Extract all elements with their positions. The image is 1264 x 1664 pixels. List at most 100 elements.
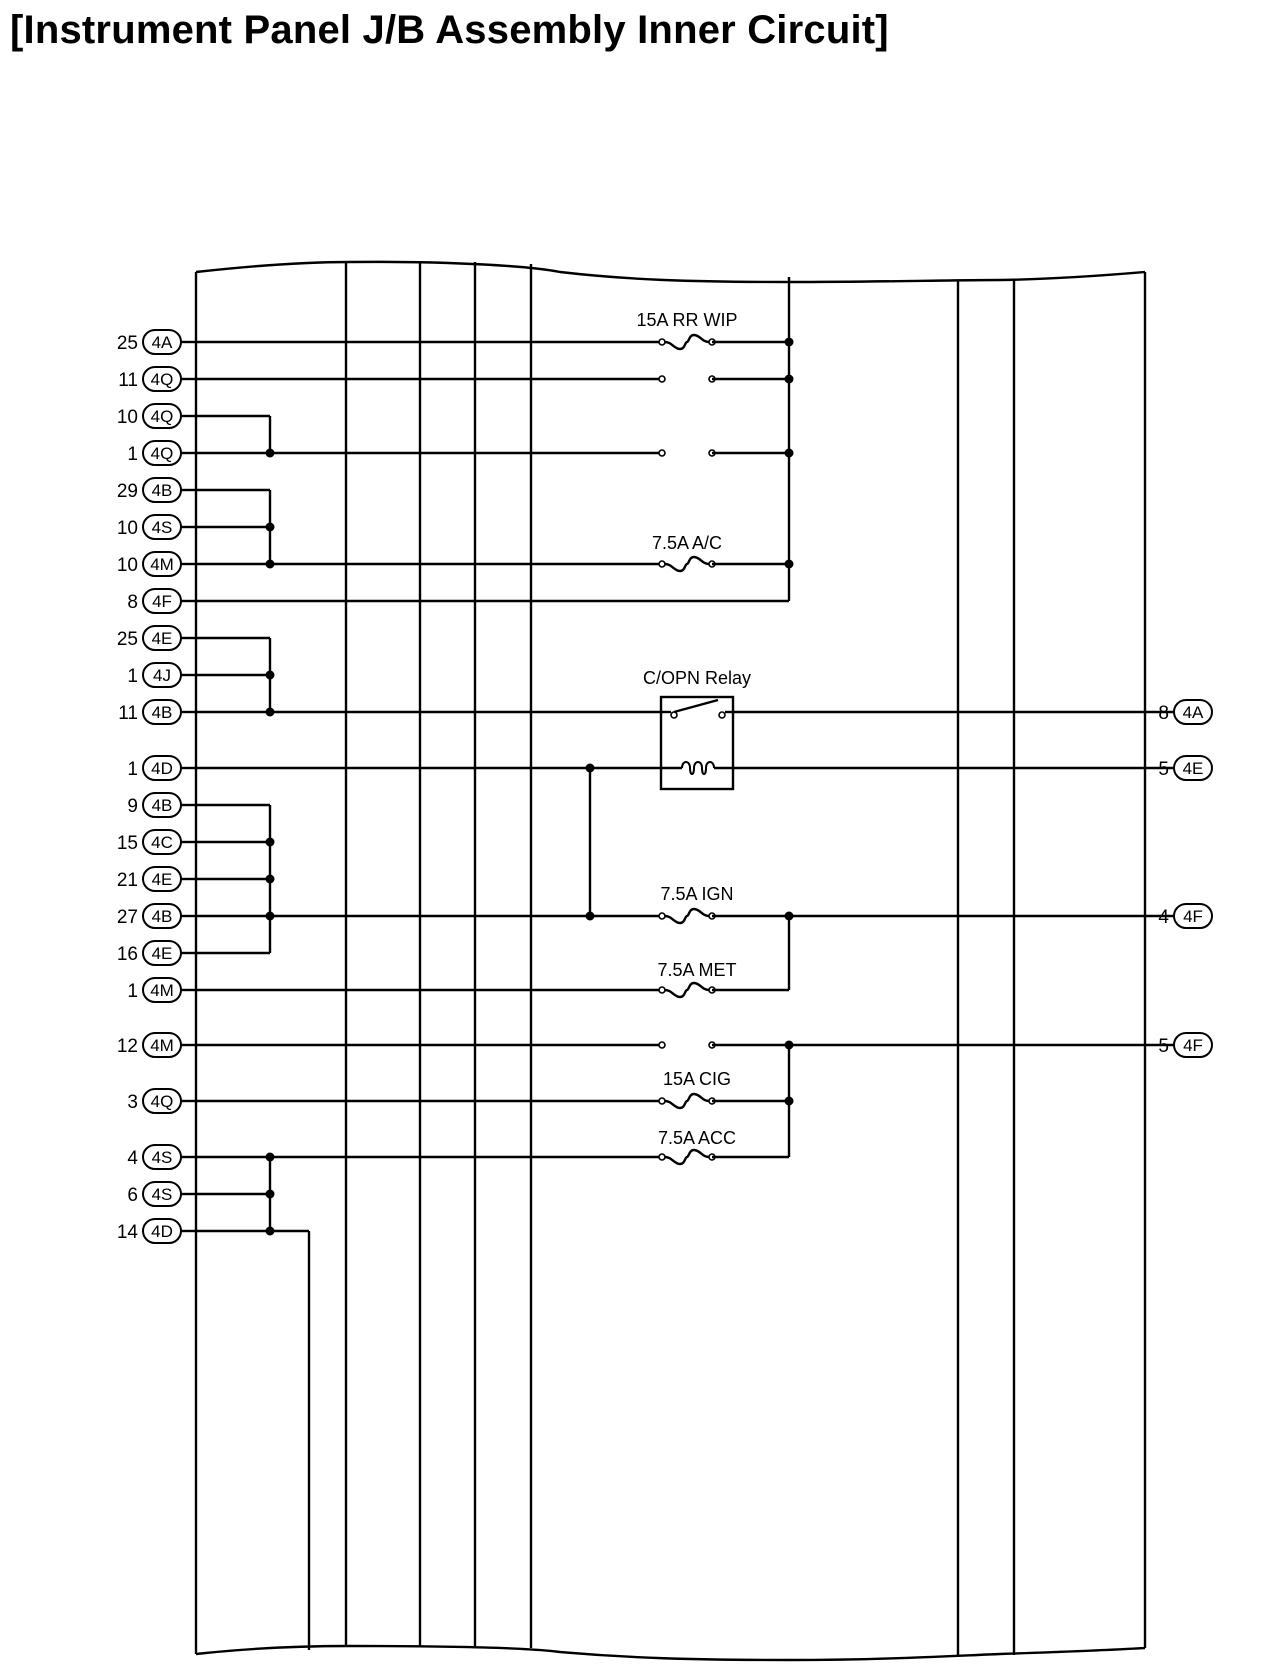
left-terminal-pin: 3 — [127, 1092, 138, 1113]
left-terminal-connector: 4Q — [142, 366, 182, 392]
left-terminal-pin: 10 — [117, 407, 138, 428]
left-terminal-connector: 4Q — [142, 403, 182, 429]
left-terminal-pin: 12 — [117, 1036, 138, 1057]
fuse-ign — [658, 907, 716, 925]
fuse-terminal — [658, 912, 666, 920]
connector-code: 4Q — [151, 370, 174, 389]
left-terminal-connector: 4A — [142, 329, 182, 355]
left-terminal-connector: 4J — [142, 662, 182, 688]
connector-oval — [142, 1181, 182, 1207]
junction-dot — [265, 874, 275, 884]
connector-code: 4S — [152, 1148, 173, 1167]
connector-oval — [142, 514, 182, 540]
junction-dot — [265, 670, 275, 680]
connector-code: 4Q — [151, 407, 174, 426]
connector-oval — [142, 1032, 182, 1058]
left-terminal-connector: 4M — [142, 1032, 182, 1058]
connector-code: 4S — [152, 1185, 173, 1204]
connector-code: 4D — [151, 1222, 173, 1241]
relay-switch-arm — [673, 698, 719, 714]
connector-oval — [142, 1144, 182, 1170]
connector-oval — [1173, 699, 1213, 725]
junction-dot — [265, 1152, 275, 1162]
junction-dot — [784, 559, 794, 569]
connector-oval — [1173, 903, 1213, 929]
right-terminal-connector: 4F — [1173, 903, 1213, 929]
relay-contact — [718, 711, 726, 719]
left-terminal-connector: 4F — [142, 588, 182, 614]
connector-code: 4E — [152, 944, 173, 963]
component-label-fuse-acc: 7.5A ACC — [658, 1128, 736, 1148]
connector-code: 4B — [152, 481, 173, 500]
left-terminal-connector: 4D — [142, 1218, 182, 1244]
right-terminal-pin: 5 — [1158, 759, 1169, 780]
left-terminal-pin: 1 — [127, 444, 138, 465]
connector-code: 4B — [152, 796, 173, 815]
component-label-fuse-rr-wip: 15A RR WIP — [636, 310, 737, 330]
connector-oval — [142, 477, 182, 503]
left-terminal-connector: 4E — [142, 940, 182, 966]
left-terminal-pin: 25 — [117, 629, 138, 650]
left-terminal-connector: 4Q — [142, 440, 182, 466]
component-label-fuse-ign: 7.5A IGN — [660, 884, 733, 904]
fuse-met — [658, 981, 716, 999]
left-terminal-pin: 25 — [117, 333, 138, 354]
component-label-fuse-met: 7.5A MET — [657, 960, 736, 980]
connector-oval — [142, 551, 182, 577]
fuse-terminal — [658, 1153, 666, 1161]
junction-dot — [784, 374, 794, 384]
relay-coil — [681, 761, 715, 775]
connector-code: 4A — [1183, 703, 1204, 722]
connector-oval — [142, 940, 182, 966]
junction-dot — [265, 1189, 275, 1199]
junction-dot — [784, 1096, 794, 1106]
connector-code: 4Q — [151, 444, 174, 463]
left-terminal-connector: 4S — [142, 1144, 182, 1170]
junction-dot — [784, 1040, 794, 1050]
left-terminal-connector: 4E — [142, 866, 182, 892]
connector-code: 4J — [153, 666, 171, 685]
connector-oval — [142, 792, 182, 818]
fuse-terminal — [658, 986, 666, 994]
junction-dot — [784, 448, 794, 458]
connector-oval — [142, 1088, 182, 1114]
junction-dot — [265, 522, 275, 532]
connector-oval — [1173, 755, 1213, 781]
right-terminal-connector: 4E — [1173, 755, 1213, 781]
fuse-acc — [658, 1148, 716, 1166]
terminal-dot — [658, 1041, 666, 1049]
junction-dot — [265, 1226, 275, 1236]
connector-oval — [142, 903, 182, 929]
connector-code: 4Q — [151, 1092, 174, 1111]
right-terminal-connector: 4A — [1173, 699, 1213, 725]
component-label-fuse-ac: 7.5A A/C — [652, 533, 722, 553]
fuse-rr-wip — [658, 333, 716, 351]
fuse-symbol — [664, 1148, 710, 1166]
left-terminal-pin: 14 — [117, 1222, 139, 1243]
connector-code: 4B — [152, 907, 173, 926]
left-terminal-pin: 11 — [118, 703, 138, 724]
left-terminal-connector: 4B — [142, 792, 182, 818]
fuse-symbol — [664, 981, 710, 999]
page-title: [Instrument Panel J/B Assembly Inner Cir… — [10, 8, 889, 52]
connector-oval — [142, 440, 182, 466]
fuse-terminal — [658, 560, 666, 568]
junction-dot — [265, 559, 275, 569]
junction-dot — [265, 837, 275, 847]
connector-code: 4C — [151, 833, 173, 852]
fuse-cig — [658, 1092, 716, 1110]
junction-block-outline — [194, 260, 1147, 1662]
component-label-fuse-cig: 15A CIG — [663, 1069, 731, 1089]
connector-oval — [142, 1218, 182, 1244]
left-terminal-connector: 4B — [142, 699, 182, 725]
copn-relay — [659, 695, 735, 791]
left-terminal-pin: 29 — [117, 481, 138, 502]
connector-oval — [142, 755, 182, 781]
terminal-dot — [658, 449, 666, 457]
junction-dot — [784, 337, 794, 347]
fuse-terminal — [658, 1097, 666, 1105]
connector-code: 4E — [1183, 759, 1204, 778]
connector-code: 4F — [152, 592, 172, 611]
connector-oval — [142, 625, 182, 651]
